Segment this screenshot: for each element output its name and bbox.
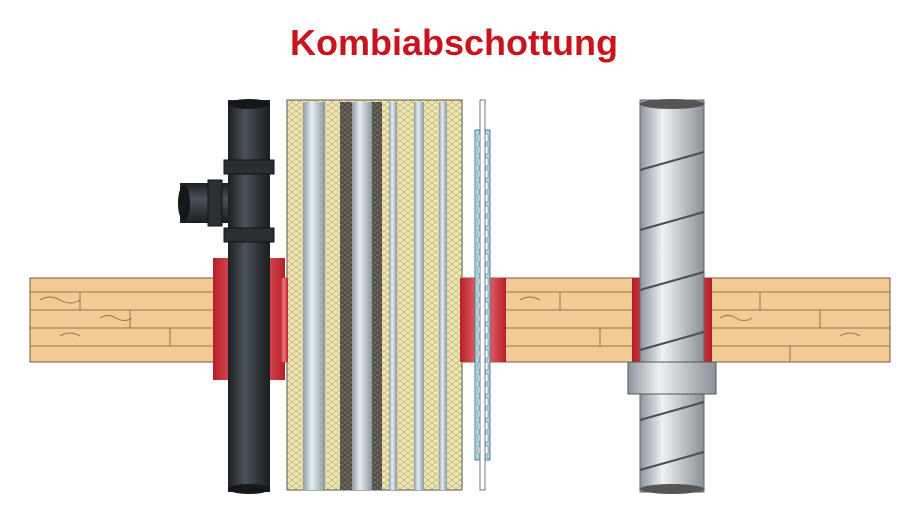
cable-tray (460, 99, 506, 491)
plastic-tee-pipe (178, 99, 285, 494)
diagram-title: Kombiabschottung (290, 22, 618, 63)
cable-bundle (280, 99, 463, 491)
spiral-steel-pipe (627, 99, 717, 494)
